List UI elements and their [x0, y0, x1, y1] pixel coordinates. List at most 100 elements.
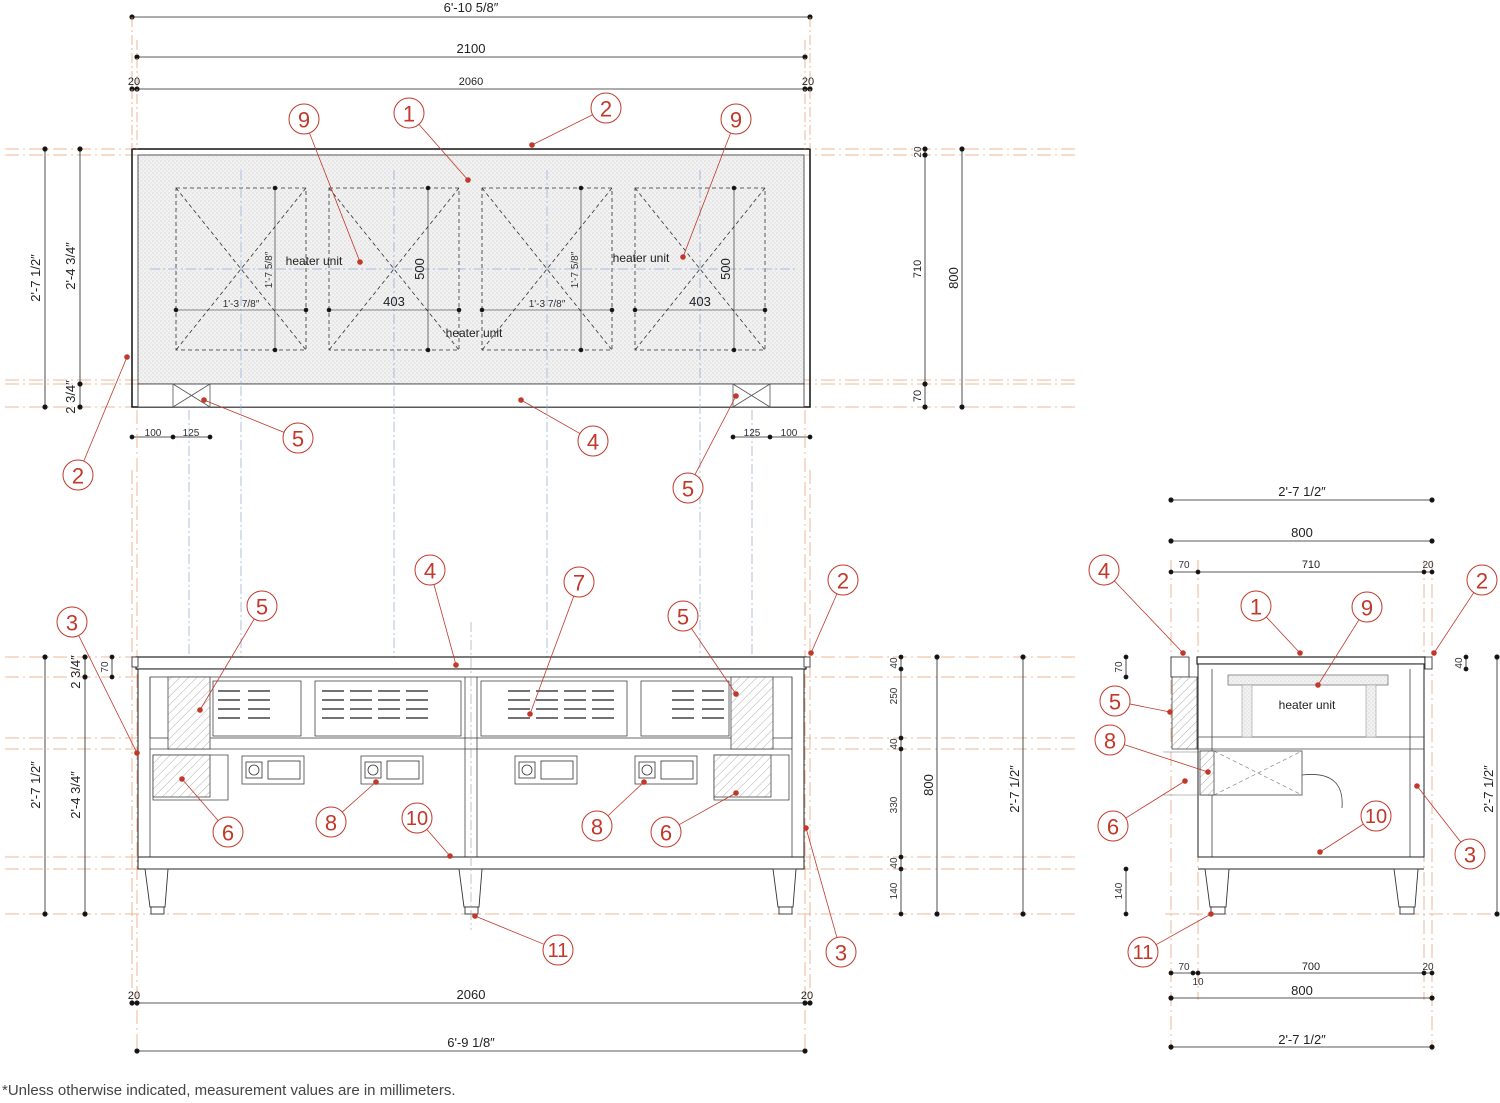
- callout-circle: [282, 422, 314, 454]
- callout-3: 3: [803, 825, 857, 968]
- callout-leader: [805, 827, 838, 938]
- callout-2: 2: [1431, 564, 1498, 656]
- callout-circle: [212, 816, 244, 848]
- callout-number: 5: [1109, 690, 1121, 715]
- callout-number: 11: [548, 940, 569, 962]
- callout-leader: [810, 593, 838, 654]
- callout-number: 4: [424, 559, 436, 584]
- callout-circle: [1097, 810, 1129, 842]
- plan-view: 1'-3 7/8″ 403 1'-3 7/8″ 403 1'-7 5/8″ 50…: [5, 0, 1075, 825]
- callout-circle: [1240, 590, 1272, 622]
- heater-depth-mm-1: 500: [412, 258, 427, 280]
- vents: [218, 690, 724, 719]
- plan-depth-imperial-top: 2'-4 3/4″: [63, 242, 78, 290]
- callout-leader: [1114, 580, 1184, 654]
- callout-2: 2: [808, 564, 859, 656]
- callout-leader: [1124, 744, 1209, 773]
- callout-target-dot: [373, 779, 379, 785]
- callout-target-dot: [518, 397, 524, 403]
- heater-width-imperial-1: 1'-3 7/8″: [223, 299, 260, 310]
- callout-5: 5: [667, 600, 739, 697]
- callout-number: 10: [406, 808, 428, 830]
- callout-5: 5: [672, 393, 739, 504]
- callout-9: 9: [288, 103, 363, 265]
- heater-depth-mm-2: 500: [718, 258, 733, 280]
- callout-leader: [341, 781, 377, 813]
- callout-target-dot: [1182, 778, 1188, 784]
- callout-circle: [577, 425, 609, 457]
- callout-leader: [1433, 592, 1475, 654]
- side-w710: 710: [1302, 559, 1320, 571]
- heater-unit-label-2: heater unit: [613, 251, 670, 265]
- callout-leader: [1319, 823, 1364, 853]
- callout-number: 5: [677, 605, 689, 630]
- callout-leader: [1129, 703, 1171, 713]
- side-h140: 140: [1114, 882, 1125, 899]
- callout-1: 1: [393, 97, 471, 183]
- callout-11: 11: [1127, 911, 1214, 968]
- front-overall-mm: 2060: [457, 987, 486, 1002]
- plan-leg-right: [732, 383, 771, 408]
- callout-circle: [1127, 936, 1159, 968]
- front-legs: [144, 868, 797, 915]
- callout-number: 2: [72, 464, 84, 489]
- callout-5: 5: [1099, 685, 1173, 717]
- callout-leader: [426, 829, 451, 857]
- callout-number: 9: [298, 108, 310, 133]
- callout-number: 1: [1250, 595, 1262, 620]
- front-h40b: 40: [889, 738, 900, 750]
- callout-number: 7: [573, 571, 585, 596]
- callout-leader: [1317, 619, 1360, 686]
- leg-width-right: 125: [744, 428, 761, 439]
- front-post-left: [167, 676, 211, 750]
- callout-circle: [1454, 838, 1486, 870]
- front-edge-left: 20: [128, 990, 140, 1002]
- leg-width-left: 125: [183, 428, 200, 439]
- callout-number: 11: [1133, 942, 1154, 964]
- leg-offset-right: 100: [781, 428, 798, 439]
- front-height-imperial-top: 2 3/4″: [68, 655, 83, 689]
- callout-target-dot: [527, 711, 533, 717]
- callout-6: 6: [179, 776, 244, 848]
- side-h70: 70: [1114, 661, 1125, 673]
- front-h40c: 40: [889, 857, 900, 869]
- callout-10: 10: [1317, 800, 1392, 855]
- callout-target-dot: [529, 142, 535, 148]
- callout-circle: [720, 103, 752, 135]
- heater-depth-imperial-1: 1'-7 5/8″: [264, 251, 275, 288]
- side-h40-top: 40: [1454, 657, 1465, 669]
- callout-number: 6: [660, 821, 672, 846]
- front-h800: 800: [921, 774, 936, 796]
- plan-edge-left: 20: [128, 76, 140, 88]
- callout-circle: [825, 936, 857, 968]
- callout-circle: [414, 554, 446, 586]
- callout-circle: [650, 816, 682, 848]
- callout-target-dot: [465, 177, 471, 183]
- front-post-right: [730, 676, 774, 750]
- side-width-mm-top: 800: [1291, 525, 1313, 540]
- heater-depth-imperial-2: 1'-7 5/8″: [570, 251, 581, 288]
- callout-target-dot: [472, 913, 478, 919]
- callout-1: 1: [1240, 590, 1303, 656]
- side-heater-unit-label: heater unit: [1279, 698, 1336, 712]
- plan-top-plate: [137, 154, 805, 385]
- callout-target-dot: [733, 691, 739, 697]
- callout-circle: [827, 564, 859, 596]
- callout-circle: [56, 606, 88, 638]
- front-overall-imperial: 6'-9 1/8″: [447, 1035, 495, 1050]
- callout-8: 8: [1094, 724, 1211, 775]
- plan-depth-imperial-total: 2'-7 1/2″: [28, 254, 43, 302]
- callout-circle: [672, 472, 704, 504]
- heater-width-mm-1: 403: [383, 294, 405, 309]
- callout-leader: [531, 114, 593, 146]
- callout-circle: [401, 802, 433, 834]
- front-h140: 140: [889, 882, 900, 899]
- front-h330: 330: [889, 796, 900, 813]
- front-top-70: 70: [100, 661, 111, 673]
- side-b700: 700: [1302, 961, 1320, 973]
- callout-circle: [1099, 685, 1131, 717]
- callout-target-dot: [1431, 650, 1437, 656]
- callout-target-dot: [197, 707, 203, 713]
